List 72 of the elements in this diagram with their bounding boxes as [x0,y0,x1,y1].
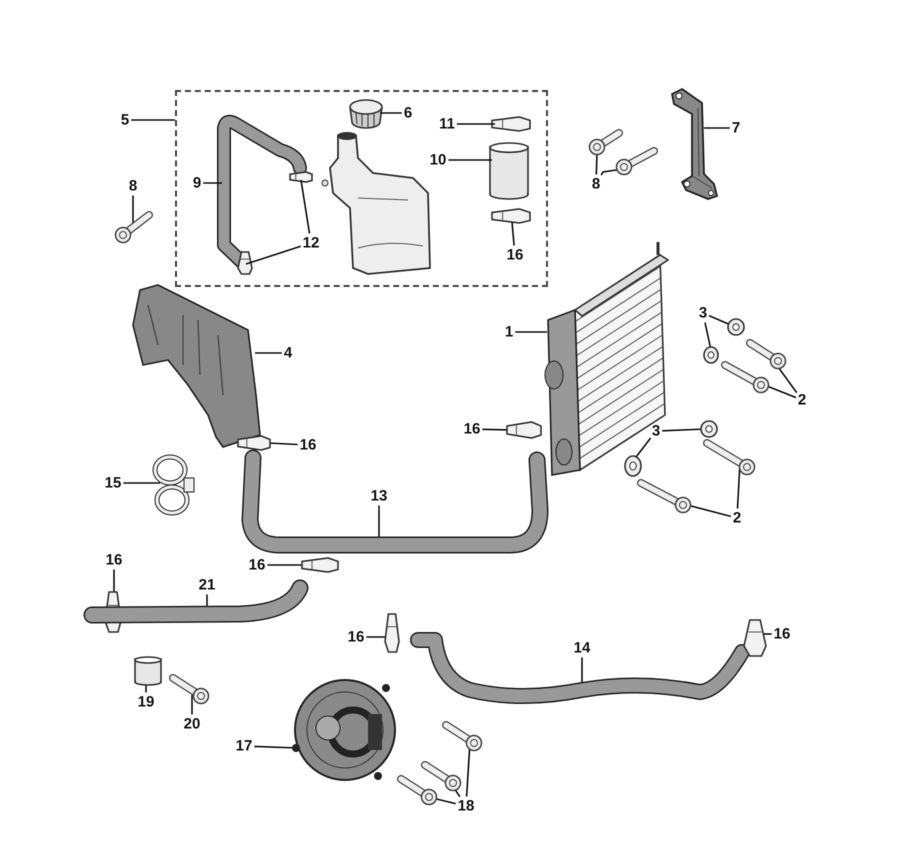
callout-number: 7 [732,120,740,136]
leader-line [123,482,160,484]
hose-clip-drawing [300,556,340,574]
bolt-drawing [398,776,438,806]
bolt-drawing [615,148,657,176]
leader-line [203,182,222,184]
callout-number: 5 [120,112,130,128]
bolt-drawing [704,440,756,476]
callout-number: 16 [774,626,790,642]
hose-clip-drawing [383,612,401,654]
callout-number: 9 [192,176,202,190]
callout-number: 10 [430,152,446,168]
washer-drawing [624,455,642,477]
leader-line [132,196,134,226]
callout-number: 16 [464,422,480,436]
callout-number: 17 [236,738,252,754]
leader-line [380,112,402,114]
callout-number: 13 [370,488,388,504]
hose-clip-drawing [236,250,254,276]
hose-clip-drawing [236,434,272,452]
callout-number: 8 [128,178,138,194]
leader-line [511,222,515,246]
callout-number: 16 [248,558,266,572]
leader-line [456,123,495,125]
bolt-drawing [747,340,787,370]
hose-clip-drawing [505,420,543,440]
washer-drawing [727,318,745,336]
callout-number: 16 [506,248,524,262]
callout-number: 18 [458,798,474,814]
leader-line [246,246,302,265]
washer-drawing [700,420,718,438]
callout-number: 16 [300,438,316,452]
bolt-drawing [722,362,770,394]
leader-line [300,180,310,234]
leader-line [448,159,492,161]
bolt-drawing [114,212,152,244]
leader-line [255,352,282,354]
leader-line [515,331,547,333]
callout-number: 2 [732,510,742,526]
callout-number: 4 [284,346,292,360]
leader-line [596,152,598,175]
hose-clip-drawing [490,115,532,133]
sleeve-drawing [488,142,530,200]
callout-number: 8 [592,176,600,192]
callout-number: 1 [504,324,514,340]
callout-number: 3 [652,424,660,438]
callout-number: 20 [184,716,200,732]
callout-number: 6 [404,106,412,120]
sleeve-drawing [133,656,163,686]
callout-number: 12 [302,236,320,250]
bolt-drawing [422,762,462,792]
bolt-drawing [170,675,210,705]
hose-clip-drawing [742,618,768,658]
bolt-drawing [638,480,692,514]
callout-number: 16 [348,630,364,644]
bolt-drawing [588,130,622,156]
leader-line [191,695,193,714]
callout-number: 19 [138,694,154,710]
hose-clip-drawing [490,207,532,225]
callout-number: 11 [439,116,455,132]
callout-number: 3 [698,306,708,320]
bracket-drawing [668,88,718,200]
washer-drawing [703,346,719,364]
leader-line [131,119,175,121]
callout-number: 14 [574,640,590,656]
callout-number: 15 [104,476,122,490]
callout-number: 2 [798,392,806,408]
hose-clip-drawing [288,170,314,184]
callout-number: 16 [106,552,122,568]
leader-line [704,127,730,129]
filler-cap-drawing [347,97,385,131]
bolt-drawing [443,722,483,752]
